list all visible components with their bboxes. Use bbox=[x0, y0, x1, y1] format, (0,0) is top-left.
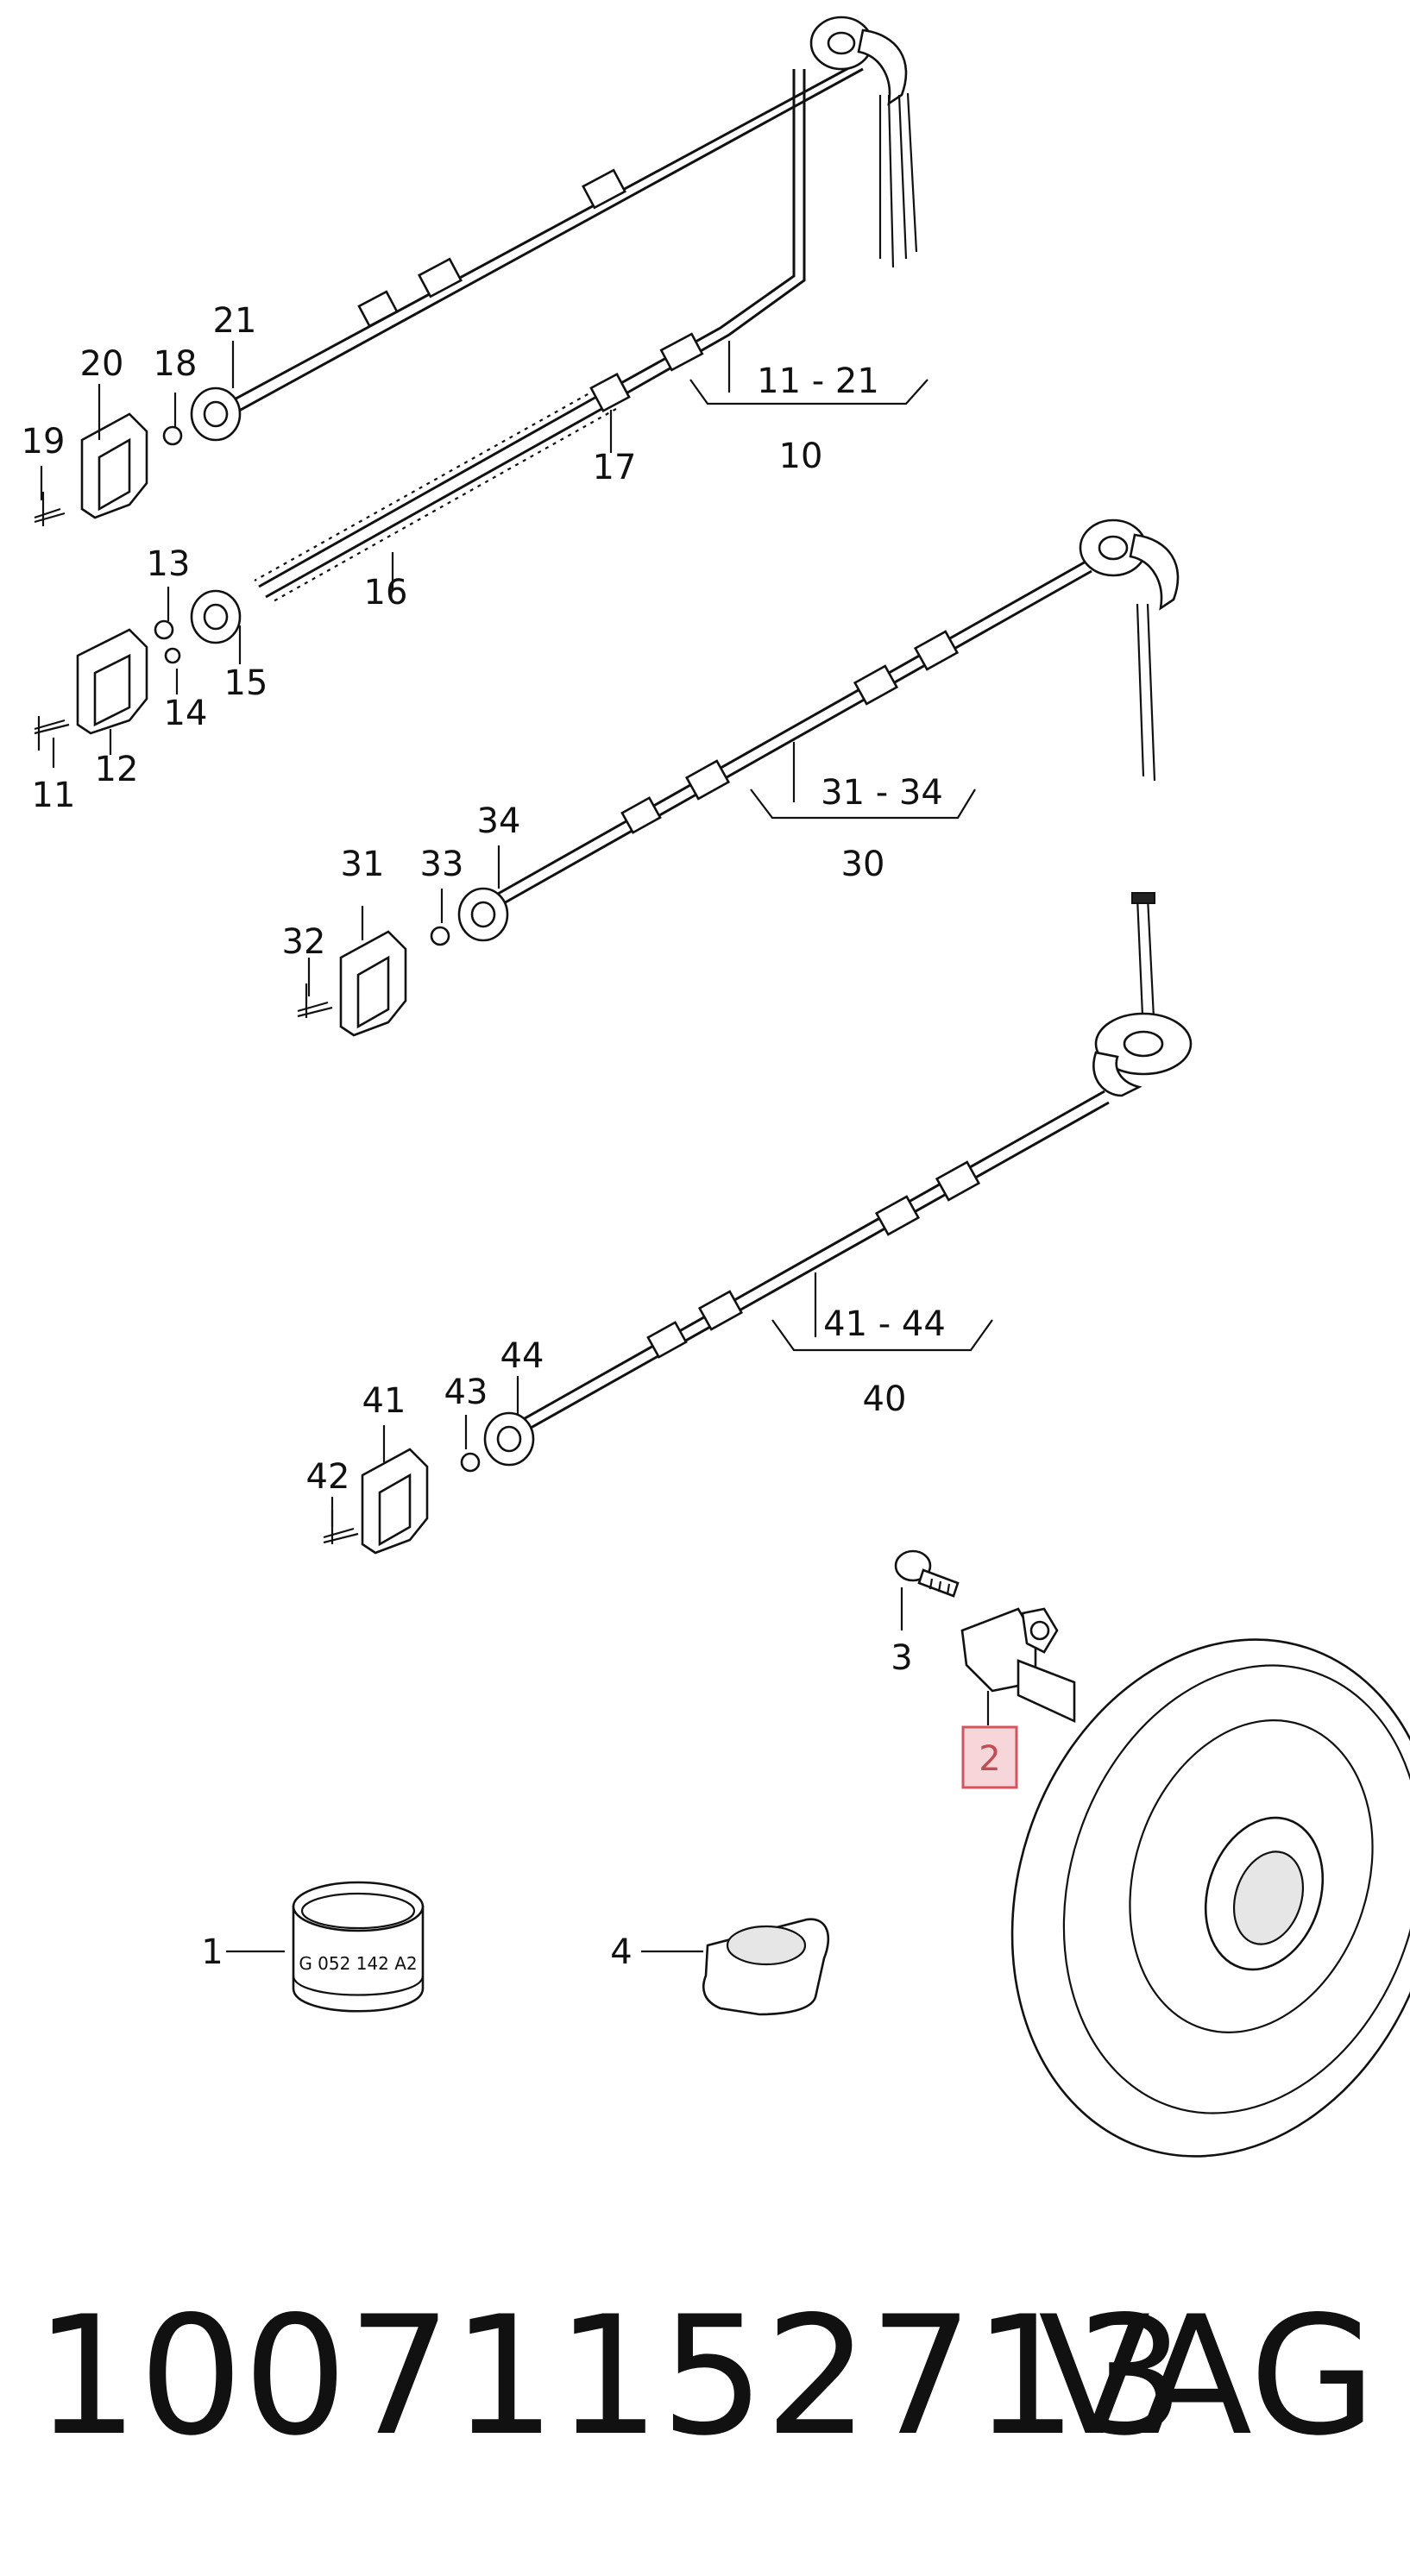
callout-10: 10 bbox=[779, 437, 823, 476]
cap-1: G 052 142 A2 bbox=[292, 1881, 425, 2013]
callout-19: 19 bbox=[22, 422, 66, 462]
callout-21: 21 bbox=[213, 301, 257, 341]
assembly-40 bbox=[323, 892, 1193, 1555]
callout-16: 16 bbox=[364, 573, 408, 613]
callout-4: 4 bbox=[610, 1932, 632, 1972]
footer: 1007115271З VAG bbox=[35, 2281, 1376, 2472]
callout-2: 2 bbox=[979, 1739, 1000, 1779]
brand: VAG bbox=[1038, 2281, 1376, 2472]
callout-41: 41 bbox=[362, 1381, 406, 1421]
callout-31-34: 31 - 34 bbox=[821, 773, 943, 813]
callout-31: 31 bbox=[341, 845, 385, 884]
callout-20: 20 bbox=[80, 344, 124, 384]
highlight-box bbox=[961, 1725, 1018, 1789]
callout-labels: 20 18 21 19 11 - 21 10 17 16 13 15 14 12… bbox=[22, 301, 1018, 1972]
callout-30: 30 bbox=[841, 845, 885, 884]
callout-32: 32 bbox=[282, 922, 326, 962]
cap-marking: G 052 142 A2 bbox=[299, 1953, 417, 1974]
bolt-3 bbox=[894, 1549, 960, 1598]
callout-41-44: 41 - 44 bbox=[823, 1304, 946, 1344]
callout-33: 33 bbox=[420, 845, 464, 884]
callout-11: 11 bbox=[32, 776, 76, 815]
callout-12: 12 bbox=[95, 750, 139, 789]
leader-lines bbox=[40, 341, 993, 1953]
assembly-30 bbox=[297, 518, 1180, 1037]
callout-11-21: 11 - 21 bbox=[757, 361, 879, 401]
callout-17: 17 bbox=[593, 448, 637, 487]
callout-13: 13 bbox=[147, 544, 191, 584]
assembly-10 bbox=[34, 16, 918, 751]
callout-1: 1 bbox=[201, 1932, 223, 1972]
callout-44: 44 bbox=[500, 1336, 544, 1376]
callout-18: 18 bbox=[154, 344, 198, 384]
callout-15: 15 bbox=[224, 663, 268, 703]
callout-40: 40 bbox=[863, 1379, 907, 1419]
callout-42: 42 bbox=[306, 1457, 350, 1497]
callout-43: 43 bbox=[444, 1373, 488, 1412]
callout-14: 14 bbox=[164, 694, 208, 733]
part-number: 1007115271З bbox=[35, 2281, 1183, 2472]
brake-disc bbox=[1010, 1638, 1410, 2158]
abs-sensor bbox=[960, 1607, 1076, 1724]
callout-34: 34 bbox=[477, 801, 521, 841]
plug-4 bbox=[702, 1918, 830, 2016]
callout-3: 3 bbox=[891, 1638, 912, 1678]
coil-spring-16 bbox=[254, 389, 617, 603]
